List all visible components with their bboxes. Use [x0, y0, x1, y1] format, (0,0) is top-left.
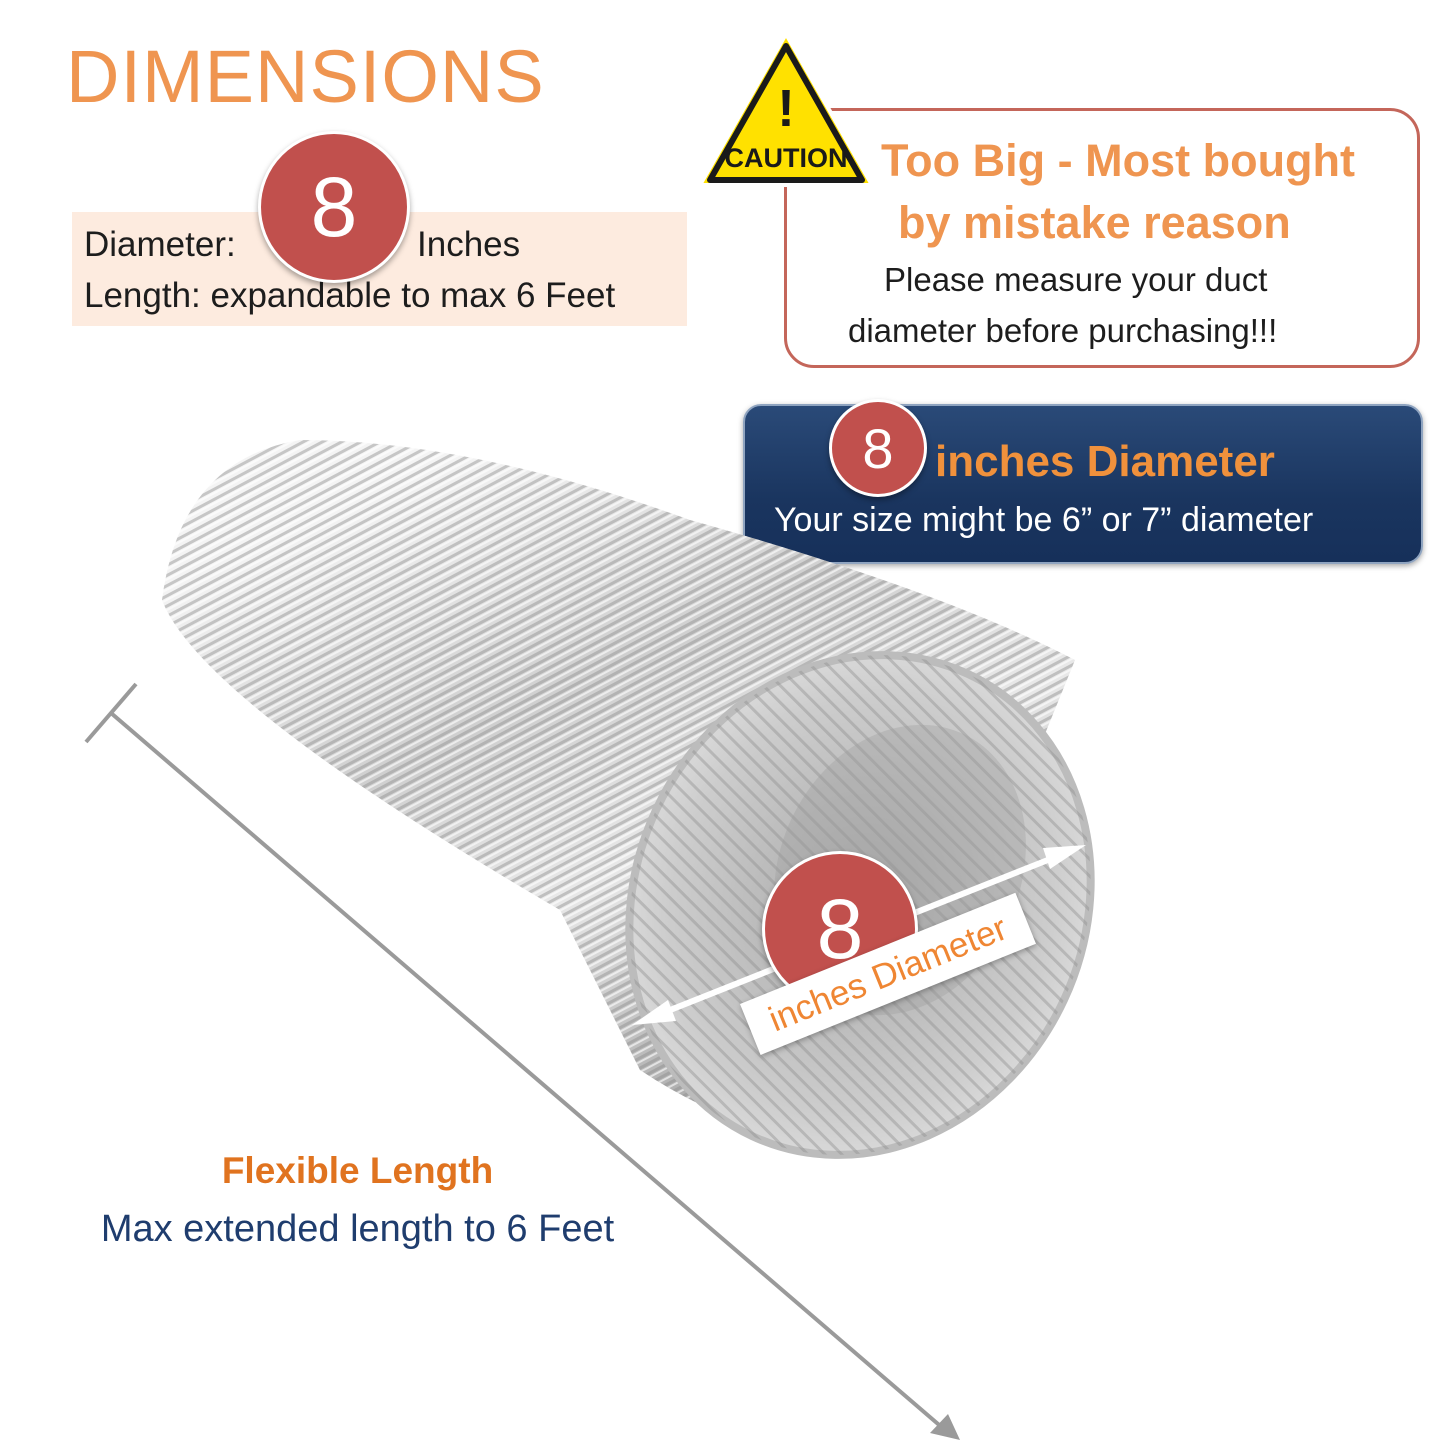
caution-headline-1: Too Big - Most bought [881, 135, 1356, 186]
size-banner-badge-value: 8 [862, 416, 894, 480]
caution-triangle-icon: ! CAUTION [696, 30, 876, 187]
size-banner-headline: inches Diameter [935, 437, 1275, 486]
caution-box [784, 108, 1420, 368]
size-banner-badge: 8 [829, 399, 927, 497]
caution-body-2: diameter before purchasing!!! [848, 312, 1278, 349]
diameter-label: Diameter: [84, 225, 236, 264]
caution-body-1: Please measure your duct [884, 261, 1268, 298]
diameter-badge: 8 [258, 131, 410, 283]
diameter-badge-value: 8 [310, 159, 358, 254]
page-title: DIMENSIONS [66, 35, 545, 118]
flexible-length-text: Max extended length to 6 Feet [100, 1208, 615, 1250]
size-banner-subtext: Your size might be 6” or 7” diameter [774, 501, 1314, 539]
diameter-unit: Inches [417, 225, 521, 264]
caution-text: CAUTION [725, 143, 848, 173]
caution-headline-2: by mistake reason [898, 197, 1291, 248]
length-text: Length: expandable to max 6 Feet [84, 276, 616, 315]
caution-exclamation: ! [777, 80, 794, 138]
flexible-length-heading: Flexible Length [221, 1150, 494, 1191]
